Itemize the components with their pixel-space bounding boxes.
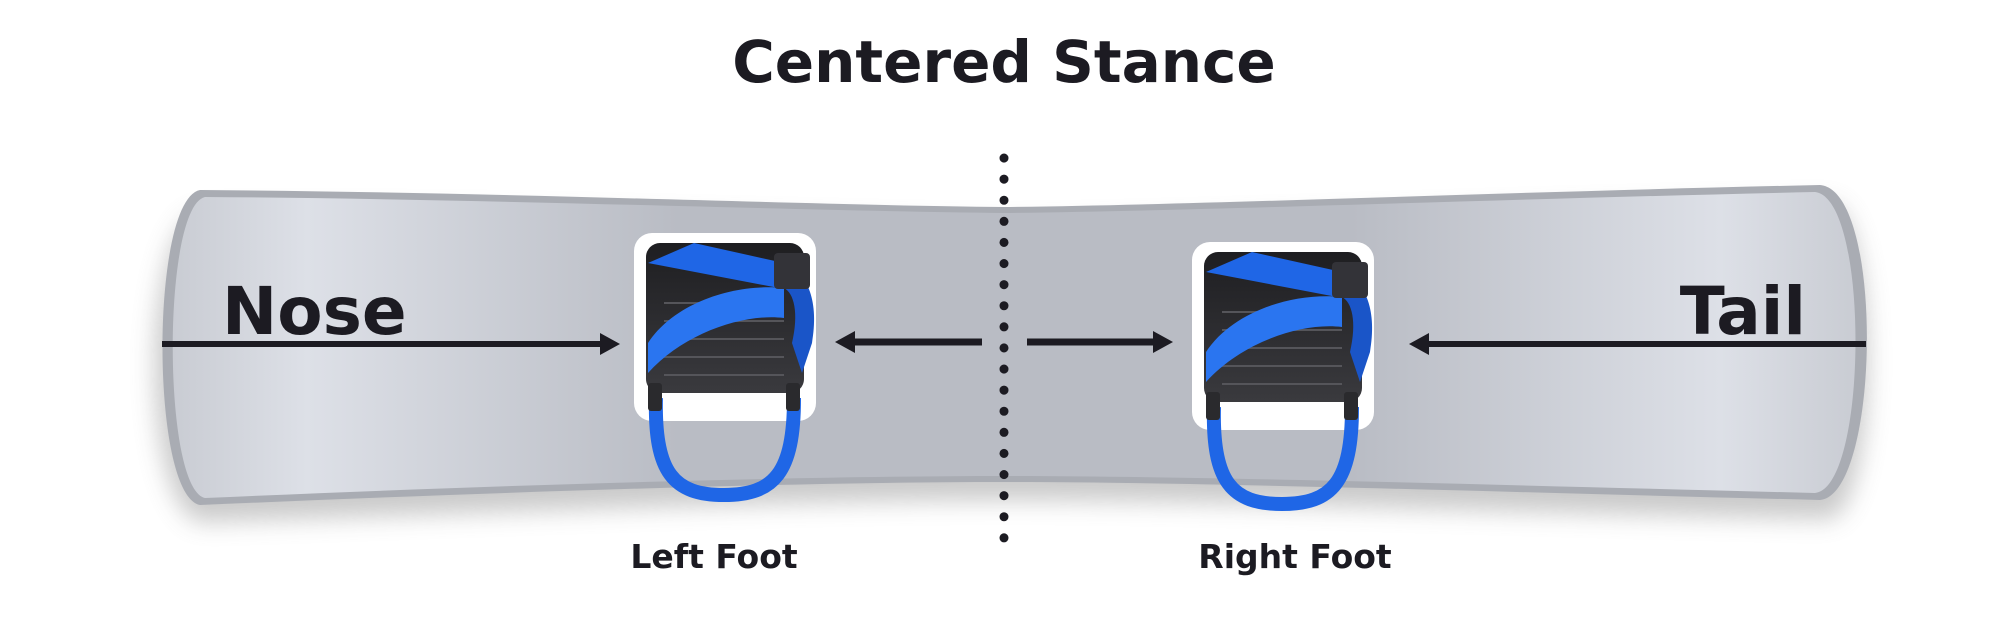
arrow-nose-to-left-foot [162,333,620,355]
arrow-tail-to-right-foot [1409,333,1866,355]
nose-label: Nose [222,273,407,350]
diagram-title: Centered Stance [732,28,1276,96]
tail-label: Tail [1680,273,1806,350]
arrow-center-to-left-foot [835,331,982,353]
left-foot-label: Left Foot [630,537,798,576]
right-foot-label: Right Foot [1198,537,1392,576]
snowboard [155,185,1868,522]
arrow-center-to-right-foot [1027,331,1173,353]
